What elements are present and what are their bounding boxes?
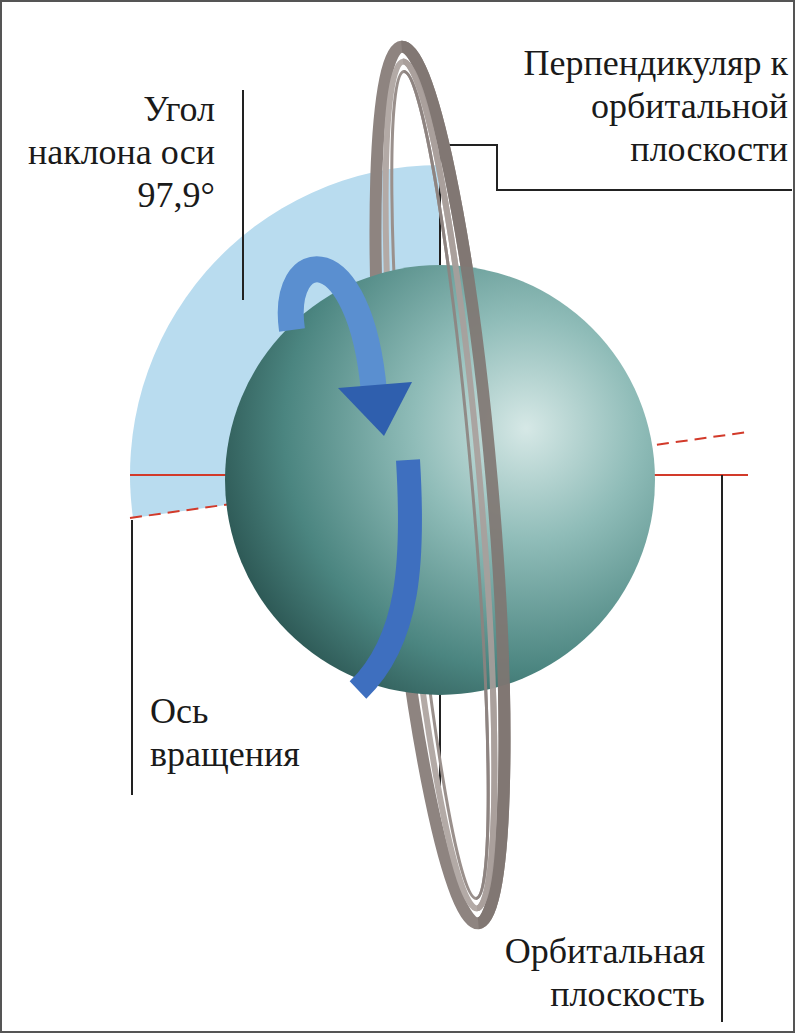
planet-uranus — [225, 265, 655, 695]
rotation-arrow — [291, 269, 374, 392]
label-text: Орбитальная плоскость — [405, 930, 705, 1016]
label-text: Ось вращения — [150, 690, 350, 776]
rotation-arrow — [358, 460, 410, 690]
ring-front — [350, 42, 530, 928]
label-text: Угол наклона оси 97,9° — [15, 88, 215, 218]
leader-line — [721, 475, 723, 1022]
rotation-arrowhead — [338, 382, 412, 436]
leader-line — [131, 520, 133, 795]
label-text: Перпендикуляр к орбитальной плоскости — [518, 42, 788, 172]
leader-line — [242, 90, 244, 300]
